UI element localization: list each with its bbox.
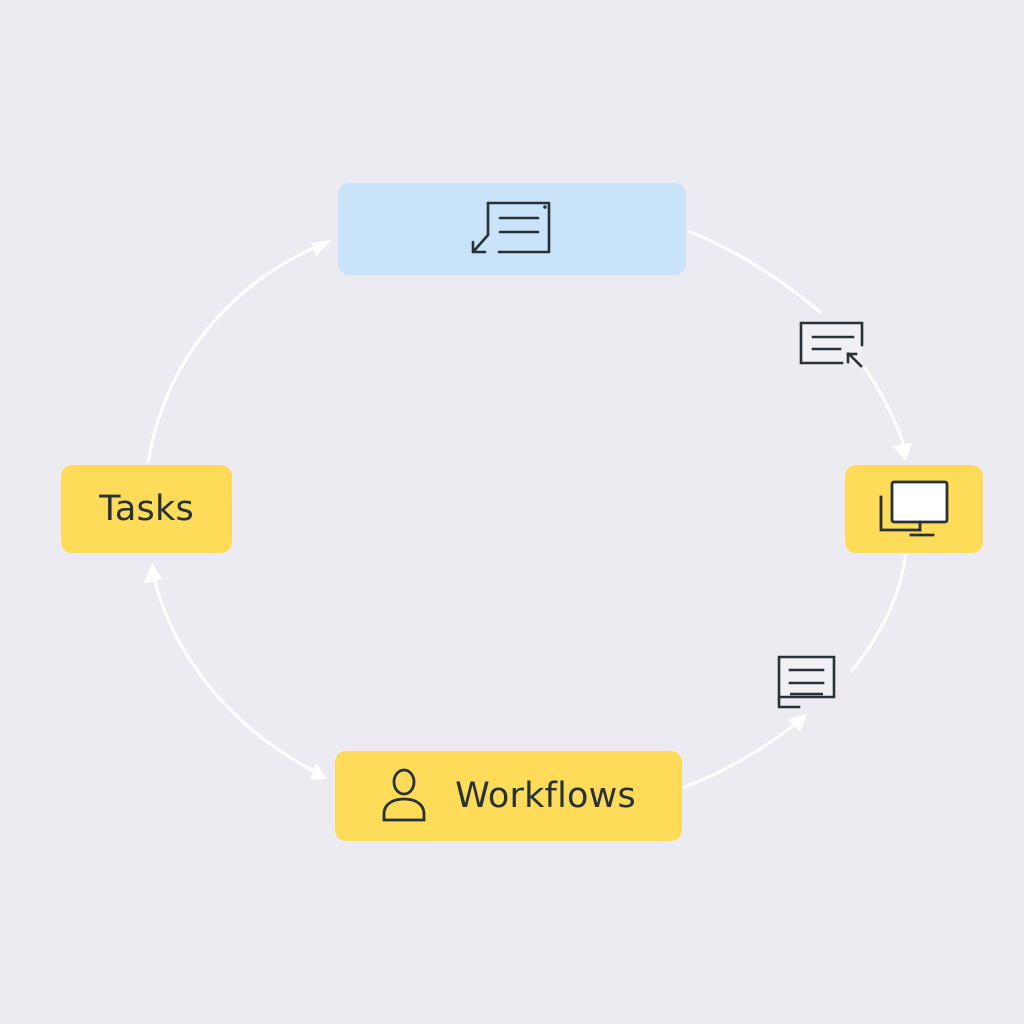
- arrowhead-top: [311, 240, 332, 256]
- arrowhead-tasks: [144, 563, 163, 583]
- edge-message-icon-to-right: [862, 366, 906, 448]
- node-top[interactable]: [338, 183, 686, 275]
- edge-top-to-message-icon: [687, 229, 822, 315]
- edge-tasks-to-top: [146, 244, 319, 464]
- node-workflows[interactable]: Workflows: [335, 751, 682, 841]
- edge-icon-bottom-right: [777, 655, 837, 711]
- node-label-tasks: Tasks: [99, 489, 194, 529]
- node-label-workflows: Workflows: [455, 776, 636, 816]
- edge-right-to-lines-icon: [849, 552, 908, 673]
- node-right[interactable]: [845, 465, 983, 553]
- edge-icon-top-right: [799, 321, 867, 371]
- monitor-icon: [879, 480, 949, 537]
- edge-workflows-to-lines-icon: [681, 723, 795, 790]
- arrowhead-right: [892, 443, 912, 461]
- message-reply-icon: [471, 201, 551, 254]
- node-tasks[interactable]: Tasks: [61, 465, 232, 553]
- message-lines-icon: [777, 655, 836, 709]
- edge-tasks-workflows: [152, 577, 315, 773]
- arrowhead-lines-icon: [788, 714, 807, 732]
- arrowhead-workflows: [310, 763, 327, 780]
- user-icon: [382, 768, 426, 822]
- message-cursor-icon: [799, 321, 864, 368]
